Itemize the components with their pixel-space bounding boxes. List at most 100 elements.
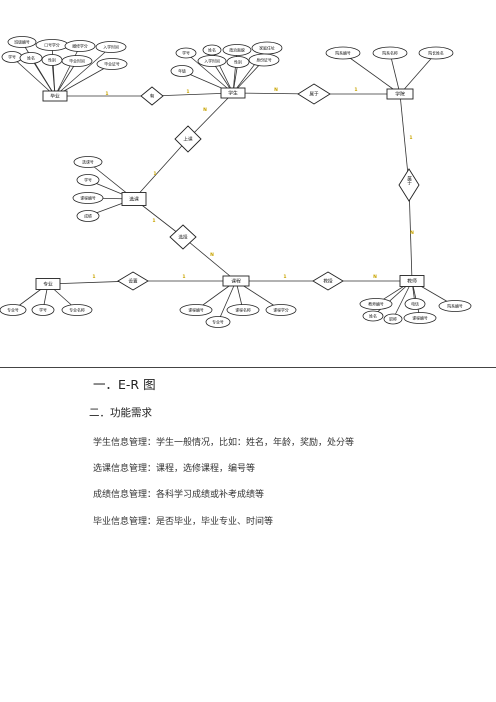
er-attribute-label: 院长姓名 [428, 50, 444, 55]
er-attr-link [54, 45, 81, 97]
er-relationship-label: 设置 [128, 278, 138, 285]
heading-functional-requirements: 二．功能需求 [89, 407, 152, 419]
er-attribute-label: 性别 [234, 59, 242, 64]
er-attribute-label: 课程编号 [80, 195, 96, 200]
er-attribute-label: 学号 [182, 50, 190, 55]
requirement-label: 毕业信息管理： [93, 517, 157, 527]
er-attribute-a35: 姓名 [362, 310, 384, 322]
section-divider [0, 367, 496, 368]
er-attributes: 班级编号口号学分撤修学分入学时间学号姓名性别毕业时间毕业证号学号姓名政治面貌家庭… [0, 36, 472, 328]
er-cardinality-label: 1 [92, 274, 95, 280]
er-attribute-ellipse [175, 47, 197, 59]
er-relationship-diamond [140, 86, 164, 106]
er-attribute-a16: 身份证号 [248, 53, 280, 67]
er-relationship-r_shuyu2: 属于 [398, 168, 420, 202]
er-attribute-label: 班级编号 [14, 39, 30, 44]
requirement-text: 学生一般情况，比如：姓名，年龄，奖励，处分等 [156, 438, 355, 448]
er-cardinality-label: N [210, 252, 214, 258]
er-attribute-ellipse [202, 44, 222, 56]
heading-er-diagram: 一．E-R 图 [93, 377, 156, 392]
er-attribute-label: 口号学分 [44, 42, 60, 47]
er-cardinality-label: 1 [283, 274, 286, 280]
er-attribute-ellipse [359, 298, 393, 310]
er-attribute-a12: 政治面貌 [222, 44, 252, 56]
er-cardinality-label: 1 [182, 274, 185, 280]
er-attribute-a37: 课程编号 [403, 312, 437, 324]
er-cardinality-label: N [410, 230, 414, 236]
er-attribute-a20: 院长姓名 [418, 46, 454, 60]
er-attr-link [11, 56, 56, 97]
er-attribute-ellipse [438, 300, 472, 312]
er-relationship-diamond [169, 224, 197, 250]
er-attribute-a5: 学号 [1, 51, 23, 63]
er-relationship-diamond [174, 125, 202, 153]
er-relationship-label: 属于 [407, 176, 412, 186]
er-attribute-ellipse [226, 56, 250, 68]
er-relationship-r_shezhi: 设置 [117, 271, 149, 291]
er-attribute-a31: 专业号 [205, 316, 231, 328]
er-relationship-label: 有 [150, 93, 155, 100]
er-attr-link [217, 280, 237, 323]
er-attribute-a18: 院系编号 [325, 46, 361, 60]
er-attribute-a26: 学号 [31, 304, 55, 316]
er-entity-label: 专业 [43, 281, 53, 288]
er-attribute-ellipse [325, 46, 361, 60]
er-attribute-label: 年级 [178, 68, 186, 73]
er-attribute-label: 课程名称 [235, 307, 251, 312]
er-attribute-label: 专业号 [7, 307, 19, 312]
er-cardinality-label: 1 [409, 135, 412, 141]
requirement-course-selection: 选课信息管理：课程，选修课程，编号等 [93, 461, 255, 474]
er-attribute-ellipse [170, 65, 194, 77]
er-relationship-r_xuanze: 选择 [169, 224, 197, 250]
er-entity-box [35, 278, 61, 290]
er-attribute-a32: 教师编号 [359, 298, 393, 310]
er-attribute-label: 入学时间 [204, 58, 220, 63]
er-link-xueyuan-r_shuyu2 [399, 93, 410, 186]
er-attribute-a6: 姓名 [19, 52, 43, 64]
er-cardinality-label: N [203, 107, 207, 113]
er-relationship-label: 上课 [183, 136, 193, 143]
er-attribute-a34: 院系编号 [438, 300, 472, 312]
er-cardinality-label: 1 [152, 218, 155, 224]
requirement-text: 是否毕业，毕业专业、时间等 [156, 517, 274, 527]
er-attribute-label: 成绩 [84, 213, 92, 218]
er-attribute-a1: 班级编号 [7, 36, 37, 48]
er-relationship-diamond [398, 168, 420, 202]
requirement-text: 课程，选修课程，编号等 [156, 464, 256, 474]
er-entity-box [220, 87, 246, 99]
er-attribute-ellipse [362, 310, 384, 322]
er-attribute-ellipse [372, 46, 408, 60]
requirement-label: 成绩信息管理： [93, 490, 157, 500]
er-attribute-label: 学号 [84, 177, 92, 182]
er-attribute-label: 学号 [39, 307, 47, 312]
er-attribute-ellipse [76, 174, 100, 186]
er-attribute-ellipse [222, 44, 252, 56]
er-attribute-a7: 性别 [41, 54, 63, 66]
er-entity-kecheng: 课程 [222, 275, 250, 287]
er-attribute-ellipse [73, 156, 103, 168]
er-attribute-a19: 院系名称 [372, 46, 408, 60]
requirement-label: 选课信息管理： [93, 464, 157, 474]
er-entity-xuanke: 选课 [121, 192, 147, 206]
er-attribute-ellipse [403, 312, 437, 324]
er-entity-label: 学生 [228, 90, 238, 97]
er-attribute-label: 政治面貌 [229, 47, 245, 52]
er-relationship-diamond [312, 271, 344, 291]
er-attribute-label: 姓名 [27, 55, 35, 60]
er-entity-zhuanye: 专业 [35, 278, 61, 290]
er-relationship-diamond [297, 83, 331, 105]
er-cardinality-label: 1 [354, 87, 357, 93]
er-entity-label: 教师 [407, 278, 417, 285]
er-attribute-a36: 职称 [383, 313, 403, 325]
er-relationship-r_you: 有 [140, 86, 164, 106]
er-attribute-ellipse [64, 40, 96, 52]
er-attribute-ellipse [96, 58, 128, 70]
er-relationship-r_jiaoshou: 教授 [312, 271, 344, 291]
er-attribute-ellipse [197, 55, 227, 67]
er-entities: 毕业学生学院选课专业课程教师 [35, 87, 425, 290]
er-entity-label: 毕业 [50, 93, 60, 100]
er-attribute-ellipse [404, 298, 426, 310]
requirement-student-info: 学生信息管理：学生一般情况，比如：姓名，年龄，奖励，处分等 [93, 435, 354, 448]
er-cardinality-label: 1 [186, 89, 189, 95]
